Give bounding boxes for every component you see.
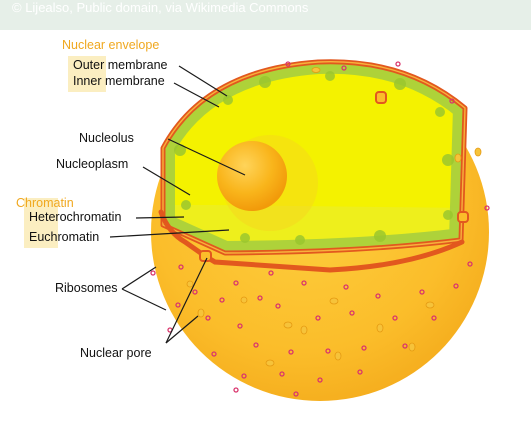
leader-inner-membrane — [173, 82, 220, 108]
nuclear-pores — [199, 91, 469, 262]
ribosomes — [150, 61, 490, 397]
envelope-lumen — [162, 61, 466, 254]
leader-euchromatin — [109, 229, 230, 238]
label-heterochromatin: Heterochromatin — [29, 210, 122, 224]
attribution-text: © Lijealso, Public domain, via Wikimedia… — [12, 0, 309, 15]
label-outer-membrane: Outer membrane — [73, 58, 168, 72]
leader-ribosomes-a — [121, 266, 157, 290]
category-nuclear-envelope: Nuclear envelope — [62, 38, 160, 52]
leader-nucleoplasm — [142, 166, 191, 196]
attribution-bar: © Lijealso, Public domain, via Wikimedia… — [0, 0, 531, 30]
chromatin-highlight — [24, 198, 58, 248]
vesicles — [186, 67, 482, 367]
category-chromatin: Chromatin — [16, 196, 74, 210]
label-nucleoplasm: Nucleoplasm — [56, 157, 129, 171]
nucleolus — [217, 141, 287, 211]
leader-heterochromatin — [135, 216, 185, 219]
leader-lines — [109, 65, 246, 344]
nuclear-pore-1 — [199, 250, 212, 262]
leader-nuclear-pore-b — [165, 315, 199, 344]
envelope-front-wall — [158, 209, 465, 273]
leader-outer-membrane — [178, 65, 228, 97]
nuclear-pore-2 — [375, 91, 387, 104]
label-inner-membrane: Inner membrane — [73, 74, 165, 88]
envelope-highlight — [68, 56, 106, 92]
label-nuclear-pore: Nuclear pore — [80, 346, 152, 360]
label-euchromatin: Euchromatin — [29, 230, 100, 244]
label-ribosomes: Ribosomes — [55, 281, 118, 295]
leader-nuclear-pore-a — [165, 257, 208, 344]
leader-ribosomes-b — [121, 288, 167, 311]
label-nucleolus: Nucleolus — [79, 131, 134, 145]
leader-nucleolus — [167, 138, 246, 176]
nuclear-pore-3 — [457, 211, 469, 223]
